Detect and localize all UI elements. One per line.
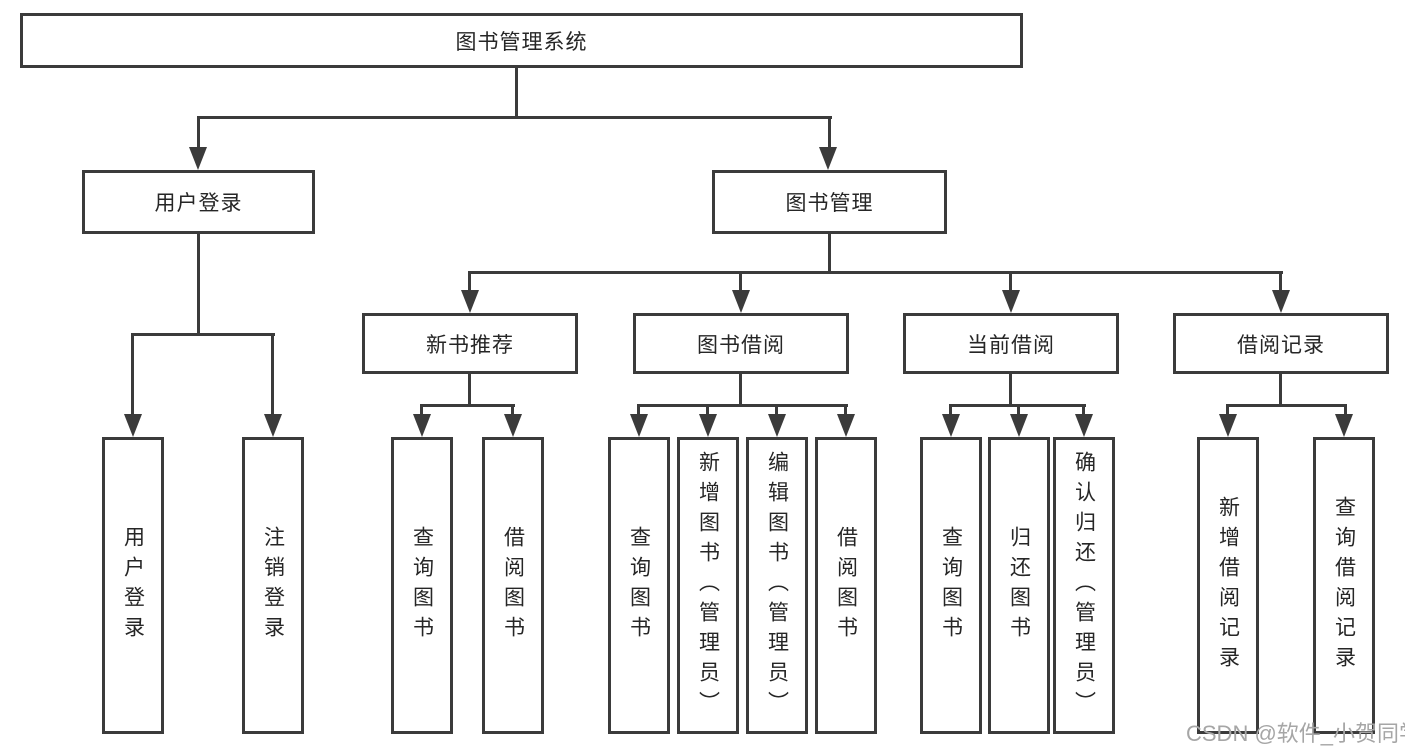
- connector-line: [844, 404, 847, 416]
- connector-line: [637, 404, 640, 416]
- connector-line: [511, 404, 514, 416]
- connector-line: [1226, 404, 1347, 407]
- node-book-borrowing-label: 图书借阅: [697, 333, 785, 357]
- leaf-borrow-books-recommend: 借阅图书: [482, 437, 544, 734]
- connector-line: [828, 116, 831, 149]
- arrow-down-icon: [189, 147, 207, 170]
- leaf-borrow-books: 借阅图书: [815, 437, 877, 734]
- arrow-down-icon: [504, 414, 522, 437]
- arrow-down-icon: [1219, 414, 1237, 437]
- leaf-return-books: 归还图书: [988, 437, 1050, 734]
- arrow-down-icon: [413, 414, 431, 437]
- leaf-query-books-recommend: 查询图书: [391, 437, 453, 734]
- arrow-down-icon: [124, 414, 142, 437]
- connector-line: [468, 271, 471, 291]
- arrow-down-icon: [1335, 414, 1353, 437]
- leaf-add-borrow-record: 新增借阅记录: [1197, 437, 1259, 734]
- node-book-management-label: 图书管理: [785, 192, 874, 215]
- leaf-add-books-admin: 新增图书（管理员）: [677, 437, 739, 734]
- node-new-book-recommend-label: 新书推荐: [426, 333, 514, 357]
- node-book-management: 图书管理: [712, 170, 947, 234]
- arrow-down-icon: [837, 414, 855, 437]
- csdn-watermark: CSDN @软件_小贺同学: [1186, 721, 1405, 746]
- arrow-down-icon: [264, 414, 282, 437]
- leaf-edit-books-admin: 编辑图书（管理员）: [746, 437, 808, 734]
- node-borrowing-records: 借阅记录: [1173, 313, 1389, 374]
- connector-line: [515, 68, 518, 118]
- leaf-logout: 注销登录: [242, 437, 304, 734]
- arrow-down-icon: [1010, 414, 1028, 437]
- node-library-system: 图书管理系统: [20, 13, 1023, 68]
- connector-line: [131, 333, 134, 415]
- leaf-borrow-books-label: 借阅图书: [834, 525, 858, 646]
- connector-line: [420, 404, 515, 407]
- node-new-book-recommend: 新书推荐: [362, 313, 578, 374]
- connector-line: [197, 234, 200, 336]
- arrow-down-icon: [1002, 290, 1020, 313]
- arrow-down-icon: [942, 414, 960, 437]
- leaf-query-borrow-record-label: 查询借阅记录: [1332, 495, 1356, 676]
- connector-line: [1009, 271, 1012, 291]
- connector-line: [197, 116, 200, 149]
- connector-line: [1017, 404, 1020, 416]
- arrow-down-icon: [630, 414, 648, 437]
- node-library-system-label: 图书管理系统: [455, 30, 588, 54]
- arrow-down-icon: [461, 290, 479, 313]
- connector-line: [271, 333, 274, 415]
- connector-line: [739, 374, 742, 407]
- leaf-query-borrow-record: 查询借阅记录: [1313, 437, 1375, 734]
- connector-line: [775, 404, 778, 416]
- arrow-down-icon: [819, 147, 837, 170]
- connector-line: [1226, 404, 1229, 416]
- leaf-confirm-return-admin: 确认归还（管理员）: [1053, 437, 1115, 734]
- arrow-down-icon: [768, 414, 786, 437]
- connector-line: [1009, 374, 1012, 407]
- connector-line: [1344, 404, 1347, 416]
- arrow-down-icon: [732, 290, 750, 313]
- leaf-borrow-books-recommend-label: 借阅图书: [501, 525, 525, 646]
- connector-line: [1279, 374, 1282, 407]
- connector-line: [131, 333, 275, 336]
- connector-line: [197, 116, 832, 119]
- leaf-user-login-label: 用户登录: [121, 525, 145, 646]
- connector-line: [637, 404, 848, 407]
- connector-line: [1082, 404, 1085, 416]
- node-book-borrowing: 图书借阅: [633, 313, 849, 374]
- leaf-edit-books-admin-label: 编辑图书（管理员）: [765, 450, 789, 721]
- leaf-confirm-return-admin-label: 确认归还（管理员）: [1072, 450, 1096, 721]
- leaf-query-books-current-label: 查询图书: [939, 525, 963, 646]
- connector-line: [706, 404, 709, 416]
- leaf-user-login: 用户登录: [102, 437, 164, 734]
- connector-line: [420, 404, 423, 416]
- arrow-down-icon: [1075, 414, 1093, 437]
- node-user-login: 用户登录: [82, 170, 315, 234]
- node-current-borrowing: 当前借阅: [903, 313, 1119, 374]
- leaf-logout-label: 注销登录: [261, 525, 285, 646]
- leaf-query-books-borrowing: 查询图书: [608, 437, 670, 734]
- connector-line: [828, 234, 831, 274]
- leaf-query-books-recommend-label: 查询图书: [410, 525, 434, 646]
- arrow-down-icon: [1272, 290, 1290, 313]
- connector-line: [468, 374, 471, 407]
- leaf-return-books-label: 归还图书: [1007, 525, 1031, 646]
- leaf-add-books-admin-label: 新增图书（管理员）: [696, 450, 720, 721]
- arrow-down-icon: [699, 414, 717, 437]
- leaf-add-borrow-record-label: 新增借阅记录: [1216, 495, 1240, 676]
- connector-line: [468, 271, 1283, 274]
- connector-line: [739, 271, 742, 291]
- connector-line: [1279, 271, 1282, 291]
- node-user-login-label: 用户登录: [154, 192, 243, 215]
- node-current-borrowing-label: 当前借阅: [967, 333, 1055, 357]
- node-borrowing-records-label: 借阅记录: [1237, 333, 1325, 357]
- connector-line: [949, 404, 952, 416]
- leaf-query-books-borrowing-label: 查询图书: [627, 525, 651, 646]
- leaf-query-books-current: 查询图书: [920, 437, 982, 734]
